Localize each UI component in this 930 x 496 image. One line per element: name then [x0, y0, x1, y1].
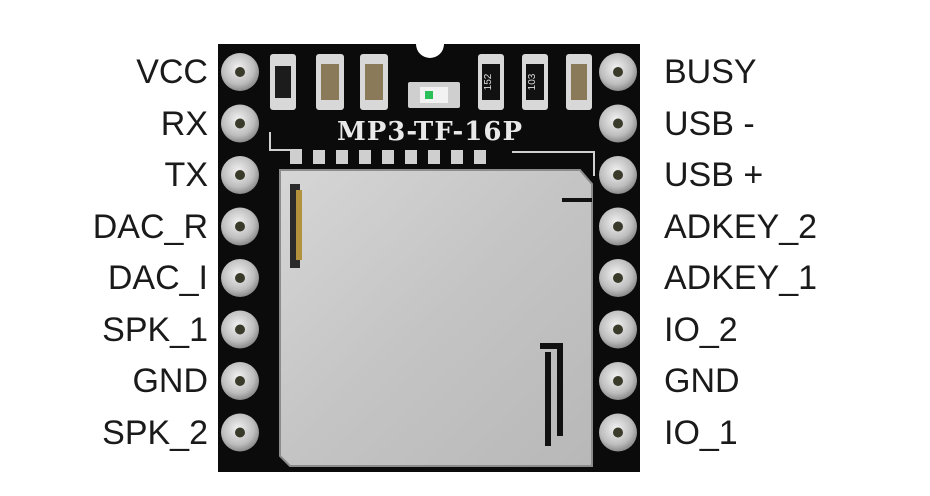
- pin-label-right-4: ADKEY_2: [664, 207, 818, 246]
- pin-label-left-3: TX: [164, 156, 208, 194]
- right-pin-pad: [599, 207, 637, 246]
- side-header-pins: [221, 53, 637, 452]
- sd-header-pin: [451, 150, 463, 164]
- left-pin-pad: [221, 310, 259, 349]
- right-pin-pad: [599, 259, 637, 297]
- right-pin-pad: [599, 53, 637, 91]
- smd-capacitor: [270, 54, 296, 110]
- resistor-code-2: 103: [527, 73, 538, 90]
- sd-header-pin: [359, 150, 371, 164]
- sd-header-pin: [382, 150, 394, 164]
- pin-label-left-1: VCC: [136, 53, 208, 91]
- left-pin-pad: [221, 207, 259, 246]
- right-pin-pad: [599, 310, 637, 349]
- pin-label-right-3: USB +: [664, 156, 764, 194]
- pin-label-left-4: DAC_R: [92, 207, 208, 246]
- pin-label-right-1: BUSY: [664, 53, 757, 91]
- right-pin-pad: [599, 413, 637, 452]
- sd-header-pin: [428, 150, 440, 164]
- smd-led: [408, 82, 460, 108]
- sd-header-pin: [290, 150, 302, 164]
- resistor-code-1: 152: [483, 73, 494, 90]
- board-model-text: MP3-TF-16P: [337, 117, 523, 147]
- left-pin-pad: [221, 53, 259, 91]
- sd-header-pin: [336, 150, 348, 164]
- microsd-socket: [279, 169, 593, 467]
- left-pin-pad: [221, 413, 259, 452]
- sd-header-pin: [405, 150, 417, 164]
- pin-label-left-8: SPK_2: [102, 413, 208, 452]
- sd-header-pin: [474, 150, 486, 164]
- pin-label-right-6: IO_2: [664, 310, 738, 349]
- pin-label-left-5: DAC_I: [107, 259, 208, 297]
- smd-resistor: 152: [478, 54, 504, 110]
- pin-label-right-7: GND: [664, 362, 740, 400]
- left-pin-pad: [221, 362, 259, 400]
- left-pin-pad: [221, 156, 259, 194]
- right-pin-pad: [599, 362, 637, 400]
- right-pin-pad: [599, 104, 637, 143]
- pin-label-left-2: RX: [160, 104, 208, 143]
- pin-label-right-2: USB -: [664, 104, 755, 143]
- smd-resistor: 103: [522, 54, 548, 110]
- smd-components: 152 103: [270, 54, 592, 110]
- right-pin-pad: [599, 156, 637, 194]
- pin-label-left-7: GND: [132, 362, 208, 400]
- pin-label-right-5: ADKEY_1: [664, 259, 818, 297]
- pin-label-right-8: IO_1: [664, 413, 738, 452]
- left-pin-pad: [221, 259, 259, 297]
- left-pin-pad: [221, 104, 259, 143]
- pin-label-left-6: SPK_1: [102, 310, 208, 349]
- smd-capacitor: [316, 54, 344, 110]
- smd-capacitor: [566, 54, 592, 110]
- smd-capacitor: [360, 54, 388, 110]
- sd-header-pins: [290, 150, 486, 164]
- sd-header-pin: [313, 150, 325, 164]
